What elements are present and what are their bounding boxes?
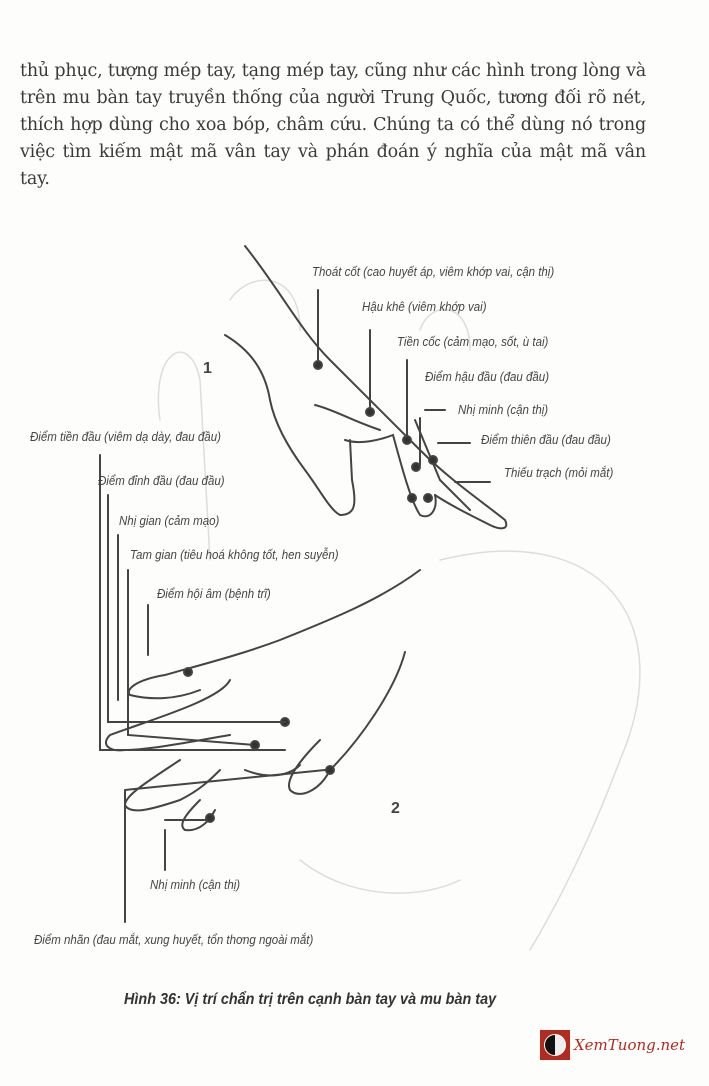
figure-caption: Hình 36: Vị trí chẩn trị trên cạnh bàn t…: [124, 991, 497, 1008]
label-thieu-trach: Thiếu trạch (mỏi mắt): [504, 466, 614, 480]
label-thoat-cot: Thoát cốt (cao huyết áp, viêm khớp vai, …: [312, 265, 555, 279]
hand-number-2: 2: [391, 800, 400, 817]
hand-1-outline: [224, 245, 508, 530]
watermark-text: XemTuong.net: [574, 1036, 686, 1054]
label-diem-nhan: Điểm nhãn (đau mắt, xung huyết, tổn thơn…: [34, 933, 314, 947]
label-tien-coc: Tiền cốc (cảm mạo, sốt, ù tai): [397, 335, 549, 349]
label-diem-thien-dau: Điểm thiên đầu (đau đầu): [481, 433, 611, 447]
label-diem-dinh-dau: Điểm đỉnh đầu (đau đầu): [98, 474, 225, 488]
watermark-logo: XemTuong.net: [540, 1030, 685, 1060]
label-nhi-gian: Nhị gian (cảm mạo): [119, 514, 220, 528]
label-diem-hoi-am: Điểm hội âm (bệnh trĩ): [157, 587, 271, 601]
label-diem-hau-dau: Điểm hậu đầu (đau đầu): [425, 370, 550, 384]
label-diem-tien-dau: Điểm tiền đầu (viêm dạ dày, đau đầu): [30, 430, 221, 444]
label-nhi-minh-top: Nhị minh (cận thị): [458, 403, 549, 417]
hand-2-outline: [99, 454, 421, 923]
body-paragraph: thủ phục, tượng mép tay, tạng mép tay, c…: [20, 61, 646, 189]
label-tam-gian: Tam gian (tiêu hoá không tốt, hen suyễn): [130, 548, 339, 562]
label-nhi-minh-bottom: Nhị minh (cận thị): [150, 878, 241, 892]
hand-number-1: 1: [203, 360, 212, 377]
background-palm-sketch: [157, 279, 641, 951]
label-hau-khe: Hậu khê (viêm khớp vai): [362, 300, 487, 314]
yin-yang-icon: [540, 1030, 570, 1060]
